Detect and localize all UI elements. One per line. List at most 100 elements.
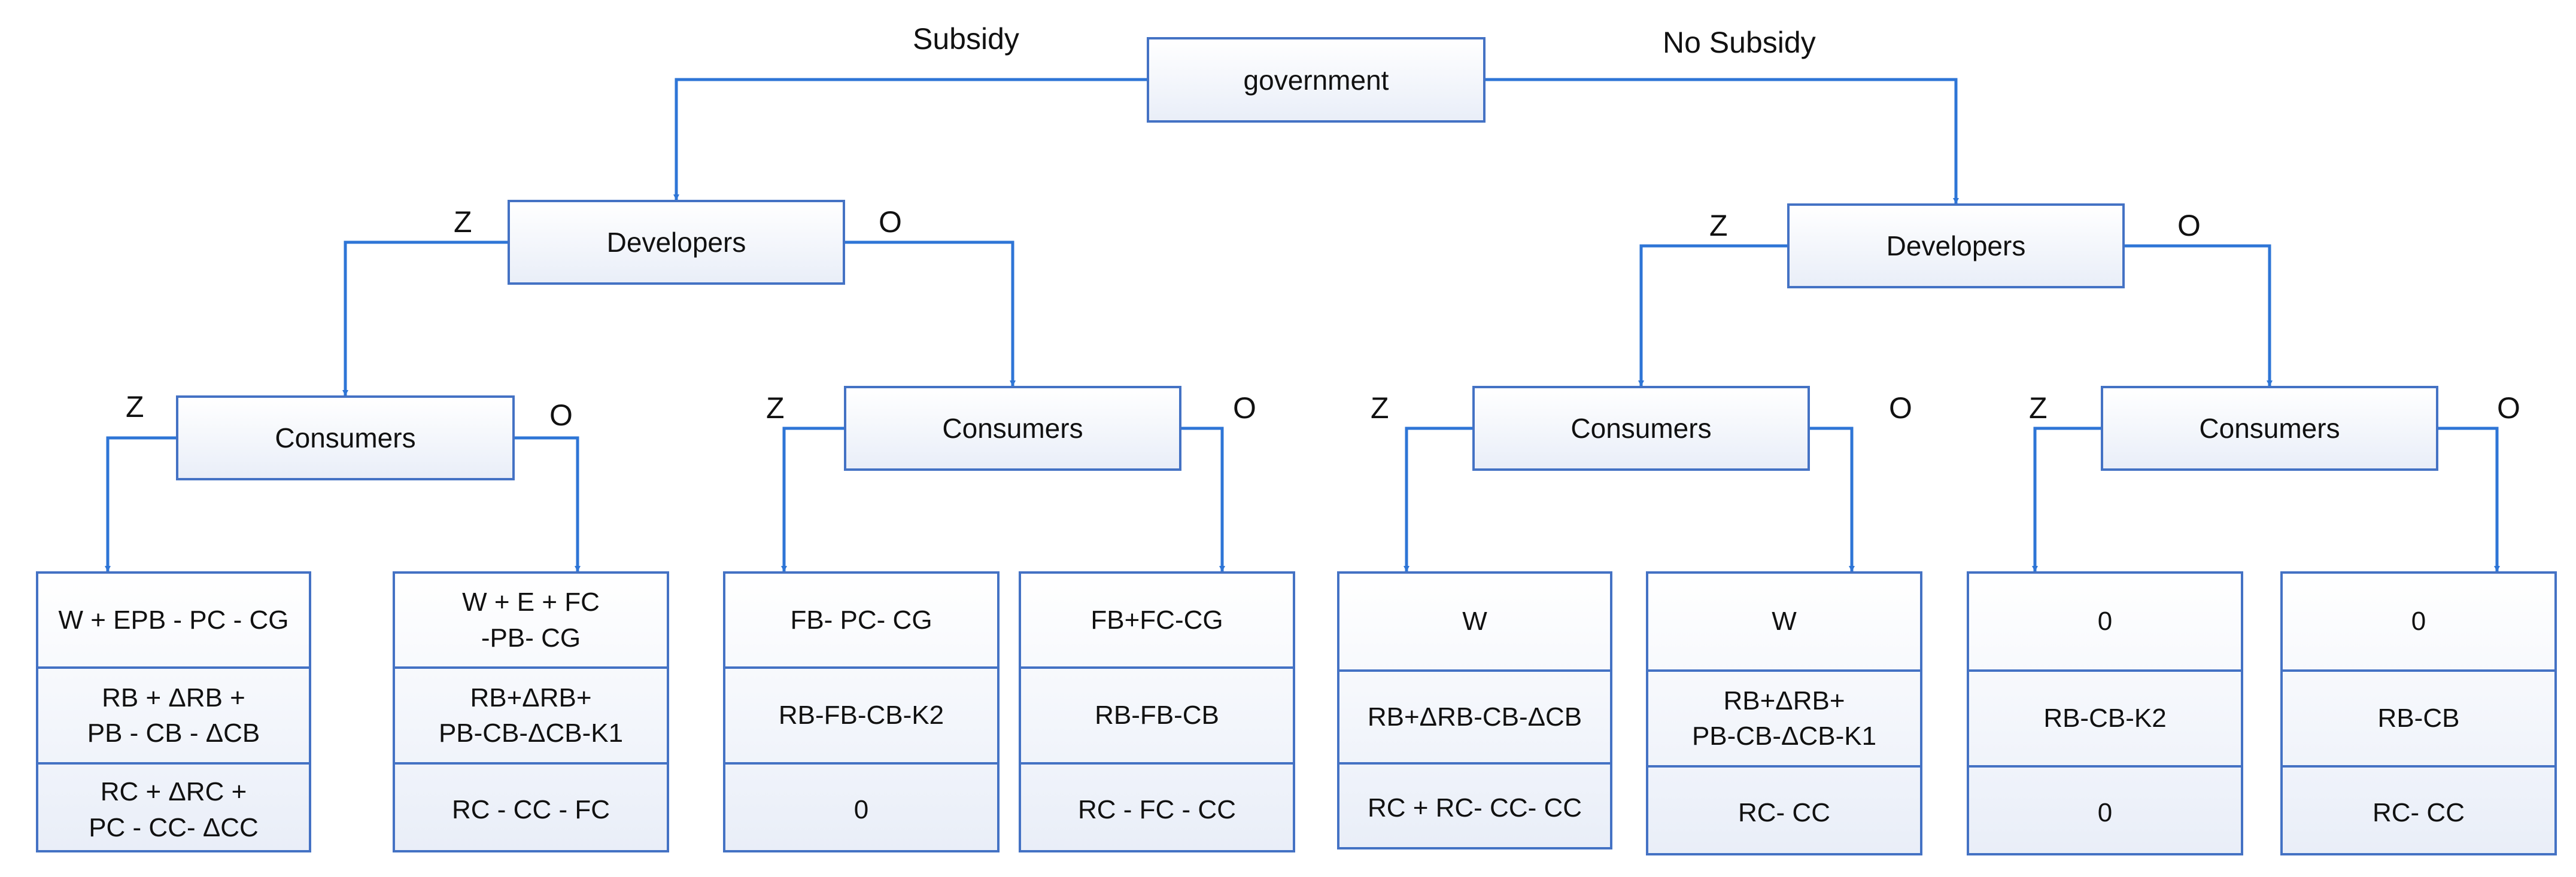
developers-node-subsidy: Developers bbox=[508, 200, 845, 285]
payoff-line: FB- PC- CG bbox=[790, 605, 932, 635]
government-payoff: W bbox=[1648, 574, 1920, 669]
edge-o: O bbox=[1889, 391, 1912, 425]
consumers-payoff: 0 bbox=[725, 762, 997, 855]
connector-arrow bbox=[845, 240, 1016, 386]
payoff-line: RB-CB-K2 bbox=[2043, 704, 2167, 733]
consumers-payoff: 0 bbox=[1969, 765, 2241, 858]
payoff-line: 0 bbox=[853, 794, 869, 824]
developers-label: Developers bbox=[606, 227, 746, 258]
consumers-payoff: RC + ΔRC + PC - CC- ΔCC bbox=[38, 762, 309, 855]
payoff-box-5: W RB+ΔRB-CB-ΔCB RC + RC- CC- CC bbox=[1337, 571, 1612, 849]
payoff-line: PB-CB-ΔCB-K1 bbox=[438, 718, 624, 748]
government-payoff: W + E + FC -PB- CG bbox=[395, 574, 667, 666]
developers-node-no-subsidy: Developers bbox=[1787, 203, 2125, 288]
consumers-payoff: RC- CC bbox=[1648, 765, 1920, 858]
connector-arrow bbox=[1810, 427, 1855, 572]
consumers-payoff: RC - CC - FC bbox=[395, 762, 667, 855]
payoff-box-1: W + EPB - PC - CG RB + ΔRB + PB - CB - ΔCB… bbox=[36, 571, 311, 852]
connector-arrow bbox=[1181, 427, 1225, 572]
consumers-label: Consumers bbox=[2199, 413, 2340, 444]
government-payoff: W bbox=[1339, 574, 1610, 669]
payoff-line: PC - CC- ΔCC bbox=[89, 812, 259, 842]
government-payoff: FB+FC-CG bbox=[1021, 574, 1293, 666]
edge-z: Z bbox=[1371, 391, 1389, 425]
payoff-line: -PB- CG bbox=[481, 623, 581, 653]
connector-arrow bbox=[2032, 427, 2101, 572]
payoff-line: RB-FB-CB bbox=[1095, 701, 1219, 730]
developers-payoff: RB + ΔRB + PB - CB - ΔCB bbox=[38, 666, 309, 762]
edge-z: Z bbox=[2029, 391, 2048, 425]
government-payoff: W + EPB - PC - CG bbox=[38, 574, 309, 666]
developers-payoff: RB-CB-K2 bbox=[1969, 669, 2241, 765]
connector-arrow bbox=[342, 240, 508, 396]
payoff-line: PB - CB - ΔCB bbox=[87, 718, 260, 748]
payoff-line: RB+ΔRB-CB-ΔCB bbox=[1367, 702, 1582, 732]
connector-arrow bbox=[1638, 244, 1787, 386]
developers-payoff: RB-FB-CB bbox=[1021, 666, 1293, 762]
payoff-line: RC- CC bbox=[2373, 797, 2465, 827]
edge-o: O bbox=[2177, 209, 2201, 242]
connector-arrow bbox=[781, 427, 844, 572]
edge-z: Z bbox=[126, 390, 144, 424]
consumers-payoff: RC - FC - CC bbox=[1021, 762, 1293, 855]
payoff-line: W bbox=[1772, 607, 1797, 637]
payoff-line: RC - FC - CC bbox=[1078, 794, 1236, 824]
payoff-line: RB+ΔRB+ bbox=[1723, 686, 1845, 715]
edge-o: O bbox=[2497, 391, 2520, 425]
payoff-line: FB+FC-CG bbox=[1090, 605, 1223, 635]
payoff-line: RB + ΔRB + bbox=[102, 683, 245, 712]
developers-label: Developers bbox=[1886, 230, 2026, 261]
edge-z: Z bbox=[454, 205, 472, 239]
developers-payoff: RB+ΔRB-CB-ΔCB bbox=[1339, 669, 1610, 762]
payoff-line: RB-CB bbox=[2377, 704, 2460, 733]
payoff-line: W + E + FC bbox=[462, 587, 600, 617]
consumers-node-1: Consumers bbox=[176, 395, 515, 480]
payoff-line: W + EPB - PC - CG bbox=[58, 605, 289, 635]
developers-payoff: RB-CB bbox=[2283, 669, 2554, 765]
edge-o: O bbox=[879, 205, 902, 239]
government-node: government bbox=[1147, 37, 1486, 123]
payoff-line: RC - CC - FC bbox=[452, 794, 610, 824]
payoff-line: RC + RC- CC- CC bbox=[1367, 793, 1582, 823]
connector-arrow bbox=[673, 78, 1147, 200]
consumers-node-2: Consumers bbox=[844, 386, 1181, 471]
payoff-line: 0 bbox=[2097, 607, 2113, 637]
no-subsidy-label: No Subsidy bbox=[1663, 26, 1816, 59]
developers-payoff: RB-FB-CB-K2 bbox=[725, 666, 997, 762]
edge-o: O bbox=[549, 398, 573, 432]
connector-arrow bbox=[2438, 427, 2500, 572]
payoff-line: RC- CC bbox=[1738, 797, 1830, 827]
connector-arrow bbox=[1486, 78, 1959, 204]
consumers-payoff: RC- CC bbox=[2283, 765, 2554, 858]
consumers-label: Consumers bbox=[1570, 413, 1712, 444]
edge-z: Z bbox=[1709, 209, 1728, 242]
subsidy-label: Subsidy bbox=[913, 22, 1019, 56]
consumers-label: Consumers bbox=[942, 413, 1083, 444]
connector-arrow bbox=[2125, 244, 2273, 386]
government-payoff: 0 bbox=[2283, 574, 2554, 669]
payoff-line: RB-FB-CB-K2 bbox=[778, 701, 944, 730]
payoff-line: RB+ΔRB+ bbox=[470, 683, 592, 712]
payoff-line: W bbox=[1462, 607, 1487, 637]
government-label: government bbox=[1243, 64, 1389, 96]
connector-arrow bbox=[105, 436, 176, 572]
developers-payoff: RB+ΔRB+ PB-CB-ΔCB-K1 bbox=[1648, 669, 1920, 765]
payoff-line: PB-CB-ΔCB-K1 bbox=[1691, 721, 1877, 751]
consumers-node-3: Consumers bbox=[1472, 386, 1810, 471]
payoff-box-3: FB- PC- CG RB-FB-CB-K2 0 bbox=[723, 571, 1000, 852]
edge-o: O bbox=[1233, 391, 1256, 425]
payoff-line: 0 bbox=[2411, 607, 2426, 637]
consumers-node-4: Consumers bbox=[2101, 386, 2438, 471]
connector-arrow bbox=[515, 436, 581, 572]
payoff-line: RC + ΔRC + bbox=[100, 777, 247, 807]
edge-z: Z bbox=[766, 391, 785, 425]
payoff-box-4: FB+FC-CG RB-FB-CB RC - FC - CC bbox=[1019, 571, 1295, 852]
payoff-line: 0 bbox=[2097, 797, 2113, 827]
developers-payoff: RB+ΔRB+ PB-CB-ΔCB-K1 bbox=[395, 666, 667, 762]
consumers-payoff: RC + RC- CC- CC bbox=[1339, 762, 1610, 852]
